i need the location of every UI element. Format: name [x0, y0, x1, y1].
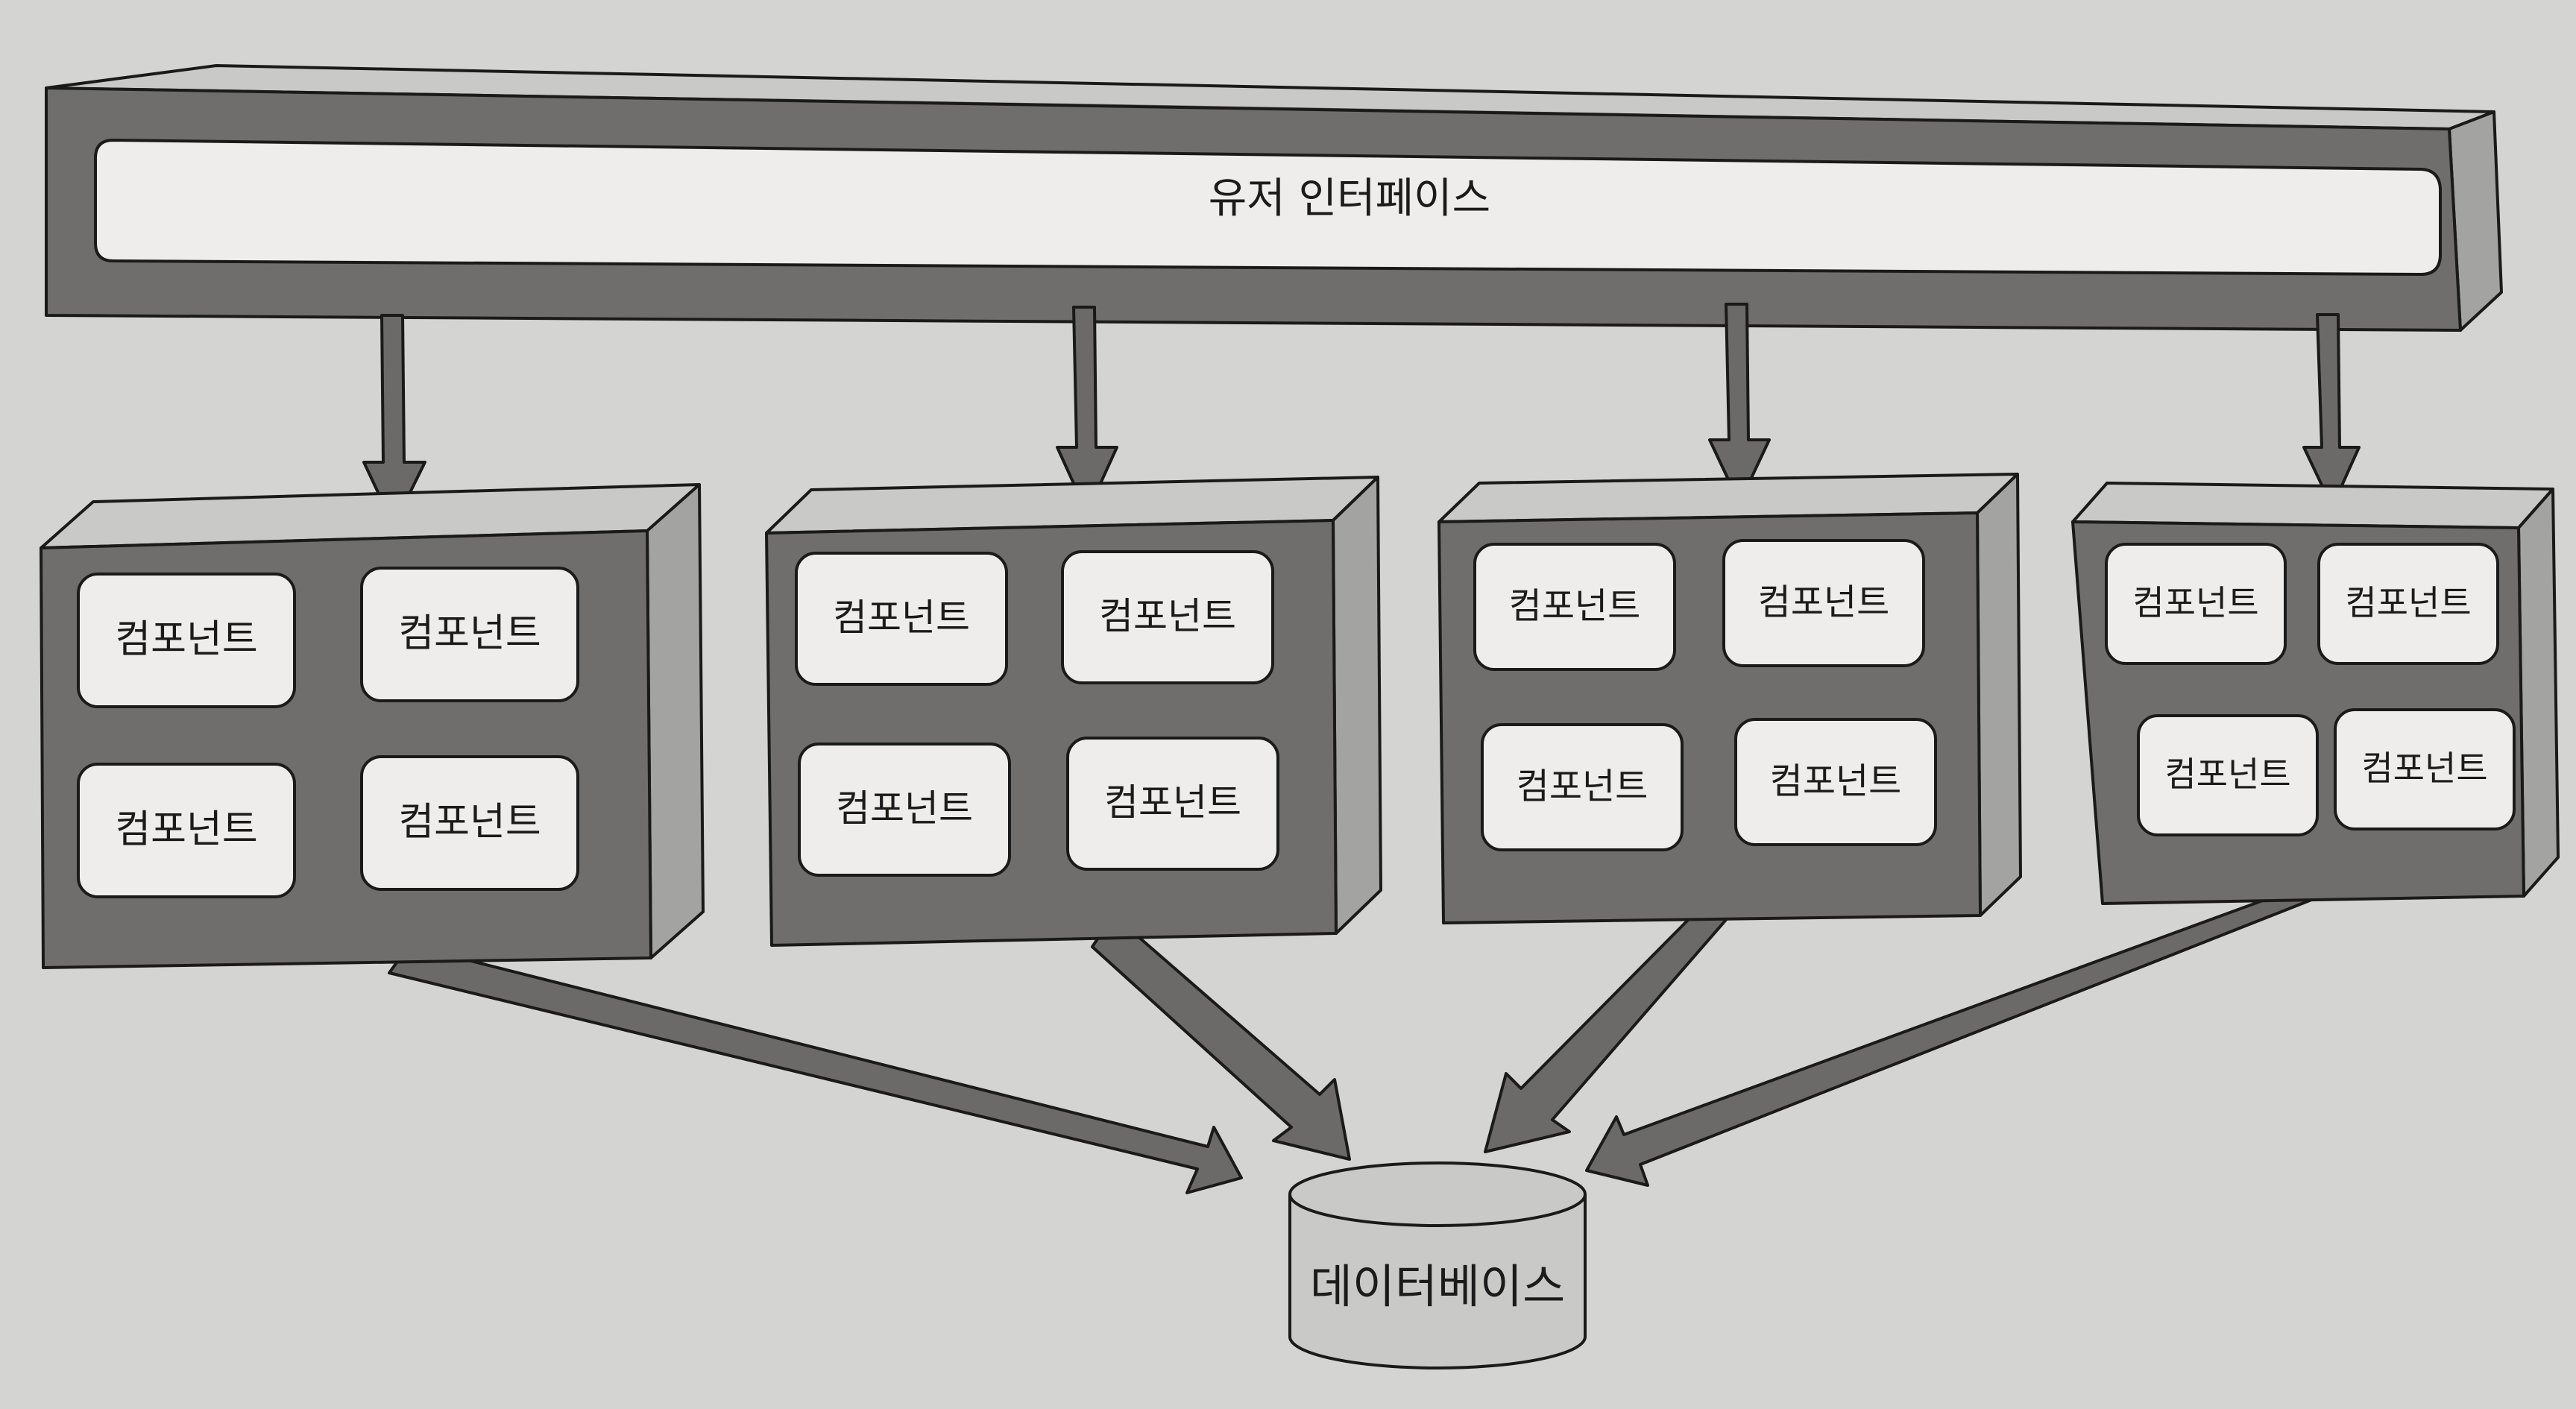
- component-box: 컴포넌트: [2317, 543, 2499, 665]
- component-label: 컴포넌트: [1099, 595, 1236, 638]
- arrow-ui-to-service-3: [1708, 303, 1771, 505]
- component-box-frame: [2105, 543, 2287, 665]
- service-box-4-top-face: [2071, 482, 2554, 529]
- component-label: 컴포넌트: [398, 800, 541, 845]
- component-box: 컴포넌트: [360, 755, 579, 891]
- component-label: 컴포넌트: [1517, 766, 1648, 807]
- component-label: 컴포넌트: [1770, 760, 1902, 802]
- arrow-service-1-to-database: [388, 953, 1243, 1194]
- component-label: 컴포넌트: [2361, 748, 2487, 789]
- component-box-frame: [2317, 543, 2499, 665]
- component-label: 컴포넌트: [2132, 583, 2258, 623]
- component-box: 컴포넌트: [1061, 550, 1274, 684]
- component-label: 컴포넌트: [115, 807, 257, 852]
- component-box-frame: [1061, 550, 1274, 684]
- component-box-frame: [795, 552, 1008, 686]
- component-box: 컴포넌트: [77, 763, 296, 898]
- service-box-4-side-face: [2517, 488, 2560, 898]
- component-box: 컴포넌트: [77, 573, 296, 708]
- arrow-ui-to-service-2: [1056, 306, 1118, 514]
- component-label: 컴포넌트: [833, 596, 970, 640]
- component-box: 컴포넌트: [1722, 539, 1925, 667]
- database-label: 데이터베이스: [1310, 1259, 1565, 1314]
- component-label: 컴포넌트: [1509, 585, 1641, 627]
- component-box: 컴포넌트: [2105, 543, 2287, 665]
- component-label: 컴포넌트: [398, 611, 541, 656]
- arrow-service-4-to-database: [1585, 889, 2326, 1187]
- component-box-frame: [77, 763, 296, 898]
- component-box: 컴포넌트: [795, 552, 1008, 686]
- database-top: [1288, 1161, 1587, 1227]
- component-label: 컴포넌트: [836, 787, 973, 830]
- ui-bar-label: 유저 인터페이스: [1209, 174, 1490, 223]
- component-box-frame: [1481, 723, 1684, 851]
- component-label: 컴포넌트: [2164, 754, 2290, 795]
- component-box: 컴포넌트: [1734, 718, 1937, 846]
- component-label: 컴포넌트: [115, 617, 257, 662]
- component-box: 컴포넌트: [1481, 723, 1684, 851]
- component-box-frame: [1066, 737, 1279, 871]
- component-box-frame: [77, 573, 296, 708]
- component-box-frame: [2334, 708, 2516, 830]
- component-box-frame: [1722, 539, 1925, 667]
- component-label: 컴포넌트: [1758, 581, 1890, 623]
- component-box: 컴포넌트: [798, 743, 1011, 877]
- component-box: 컴포넌트: [1066, 737, 1279, 871]
- service-to-database-arrows: [388, 889, 2326, 1194]
- component-box: 컴포넌트: [2137, 714, 2319, 836]
- component-box-frame: [2137, 714, 2319, 836]
- component-box: 컴포넌트: [1473, 543, 1676, 671]
- component-label: 컴포넌트: [1104, 781, 1241, 825]
- component-box-frame: [360, 755, 579, 891]
- database: 데이터베이스: [1288, 1161, 1587, 1369]
- component-label: 컴포넌트: [2345, 583, 2471, 623]
- service-box-3-side-face: [1976, 473, 2022, 917]
- ui-to-service-arrows: [362, 303, 2361, 527]
- database-body: [1288, 1194, 1587, 1369]
- component-box-frame: [798, 743, 1011, 877]
- service-box-1-side-face: [646, 483, 705, 959]
- user-interface-bar: 유저 인터페이스: [45, 64, 2503, 332]
- arrow-ui-to-service-4: [2302, 313, 2361, 508]
- component-box-frame: [360, 567, 579, 702]
- ui-bar-inner-panel: [94, 138, 2442, 277]
- component-box: 컴포넌트: [2334, 708, 2516, 830]
- arrow-service-3-to-database: [1484, 914, 1731, 1153]
- component-box: 컴포넌트: [360, 567, 579, 702]
- component-box-frame: [1734, 718, 1937, 846]
- component-box-frame: [1473, 543, 1676, 671]
- service-box-2-side-face: [1332, 476, 1382, 935]
- arrow-service-2-to-database: [1091, 934, 1351, 1161]
